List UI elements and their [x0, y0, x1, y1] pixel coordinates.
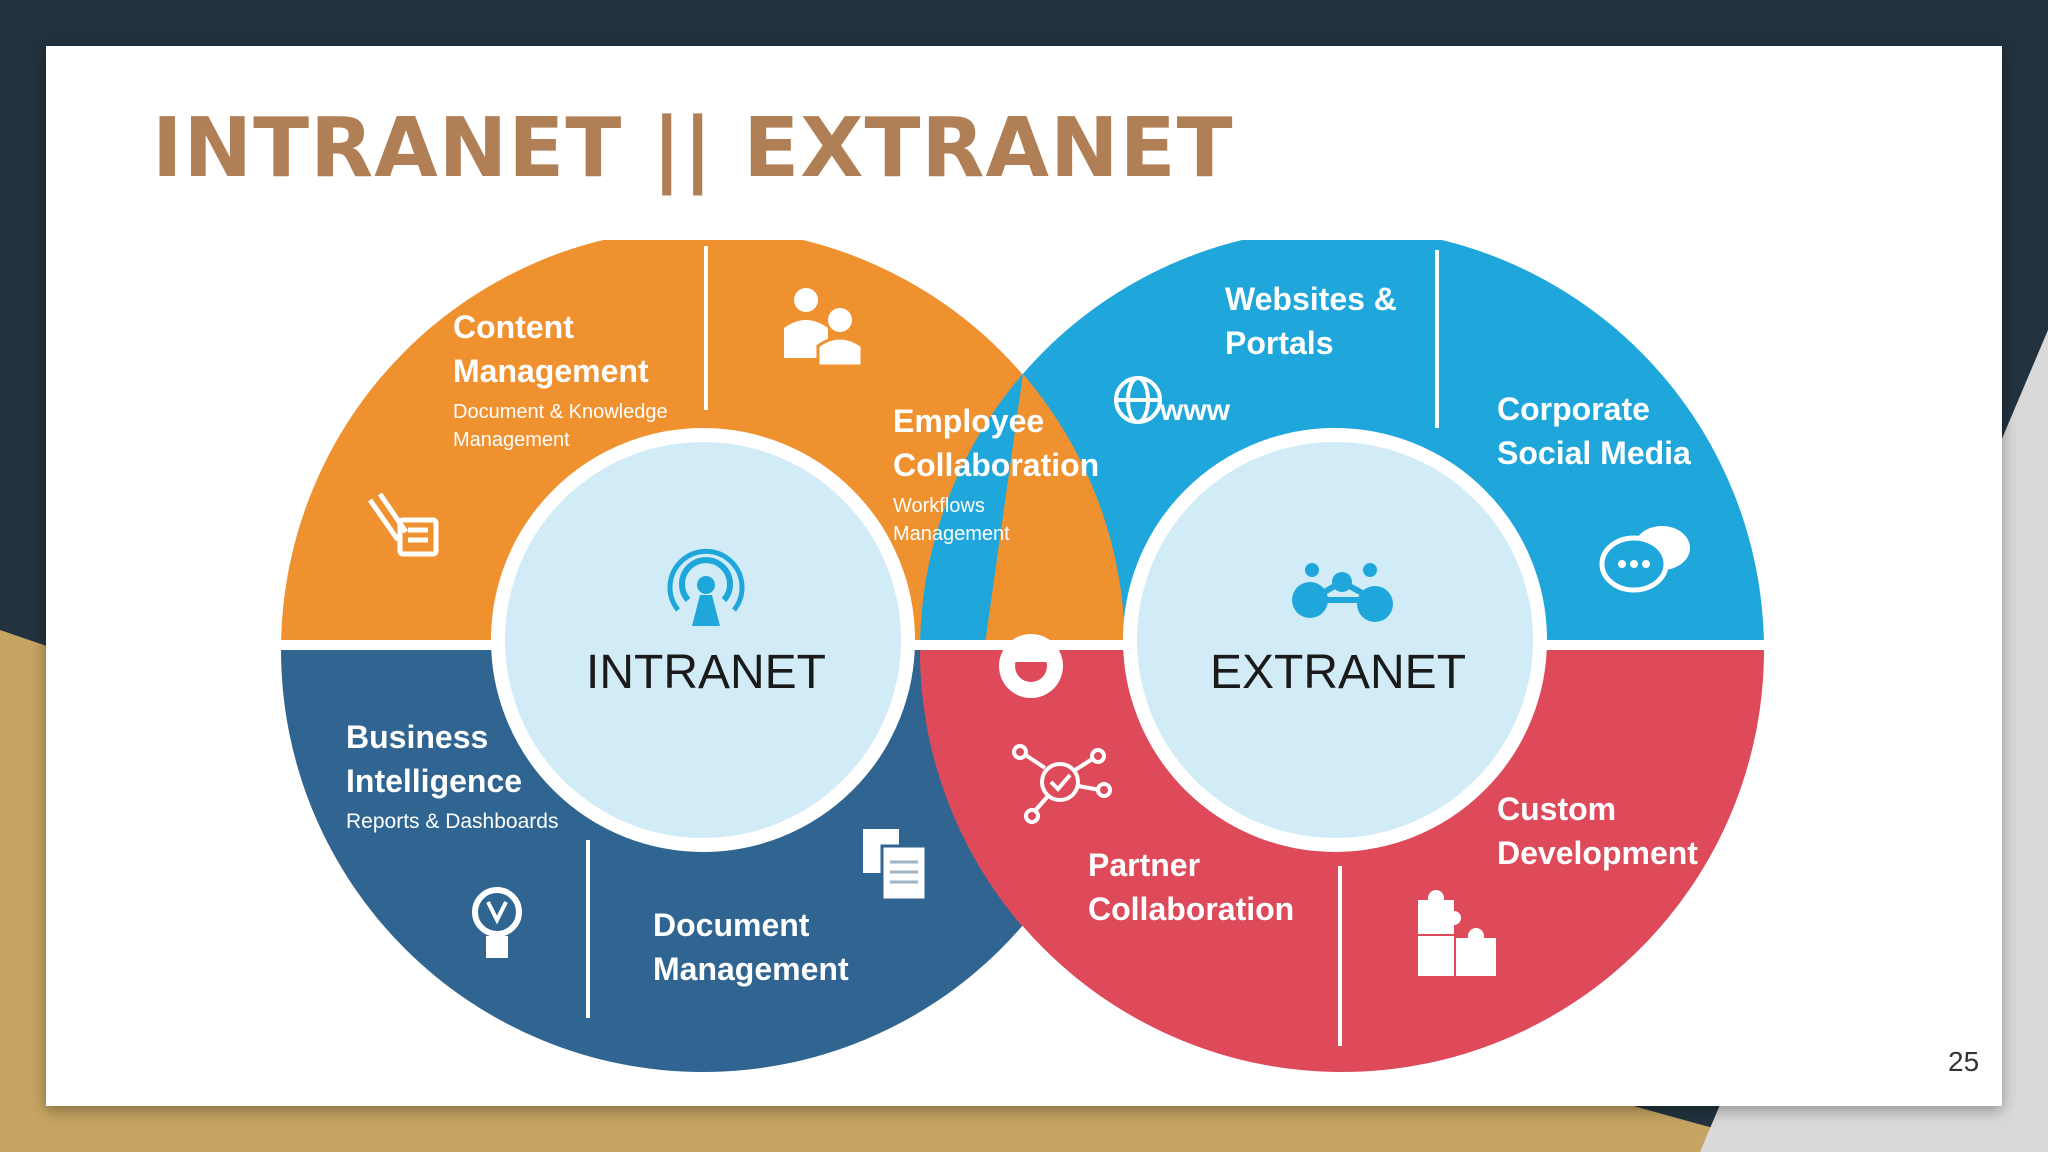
custom-development-title-1: Custom: [1497, 791, 1616, 827]
people-icon: [784, 288, 864, 368]
business-intelligence-title-1: Business: [346, 719, 488, 755]
intranet-center-label: INTRANET: [586, 646, 826, 699]
corporate-social-media-title-2: Social Media: [1497, 435, 1691, 471]
content-management-sub-1: Document & Knowledge: [453, 401, 668, 423]
document-management-title-2: Management: [653, 951, 849, 987]
document-management-title-1: Document: [653, 907, 810, 943]
lightbulb-icon: [472, 887, 522, 958]
content-management-title-1: Content: [453, 309, 574, 345]
employee-collaboration-title-1: Employee: [893, 403, 1044, 439]
employee-collaboration-title-2: Collaboration: [893, 447, 1099, 483]
content-management-sub-2: Management: [453, 429, 570, 451]
business-intelligence-title-2: Intelligence: [346, 763, 522, 799]
websites-portals-www: www: [1159, 394, 1231, 427]
documents-icon: [861, 827, 928, 902]
intranet-hub: [491, 428, 915, 852]
partner-collaboration-title-1: Partner: [1088, 847, 1200, 883]
employee-collaboration-sub-1: Workflows: [893, 495, 985, 517]
puzzle-knob-mask: [1011, 640, 1051, 662]
extranet-center-label: EXTRANET: [1210, 646, 1466, 699]
content-management-title-2: Management: [453, 353, 649, 389]
network-target-icon: [1012, 744, 1112, 824]
chat-bubbles-icon: [1599, 526, 1690, 593]
slide-title: INTRANET || EXTRANET: [152, 101, 1234, 196]
pen-document-icon: [367, 492, 439, 557]
custom-development-title-2: Development: [1497, 835, 1698, 871]
globe-icon: [1114, 376, 1162, 424]
business-intelligence-sub-1: Reports & Dashboards: [346, 810, 558, 833]
network-icon: [1292, 563, 1393, 622]
puzzle-icon: [1418, 890, 1496, 976]
antenna-icon: [667, 548, 745, 626]
corporate-social-media-title-1: Corporate: [1497, 391, 1650, 427]
websites-portals-title-1: Websites &: [1225, 281, 1397, 317]
page-number: 25: [1948, 1046, 1980, 1077]
red-overlap-lobe: [919, 650, 1125, 926]
orange-overlap-lobe: [985, 374, 1125, 644]
partner-collaboration-title-2: Collaboration: [1088, 891, 1294, 927]
employee-collaboration-sub-2: Management: [893, 523, 1010, 545]
extranet-hub: [1123, 428, 1547, 852]
websites-portals-title-2: Portals: [1225, 325, 1333, 361]
